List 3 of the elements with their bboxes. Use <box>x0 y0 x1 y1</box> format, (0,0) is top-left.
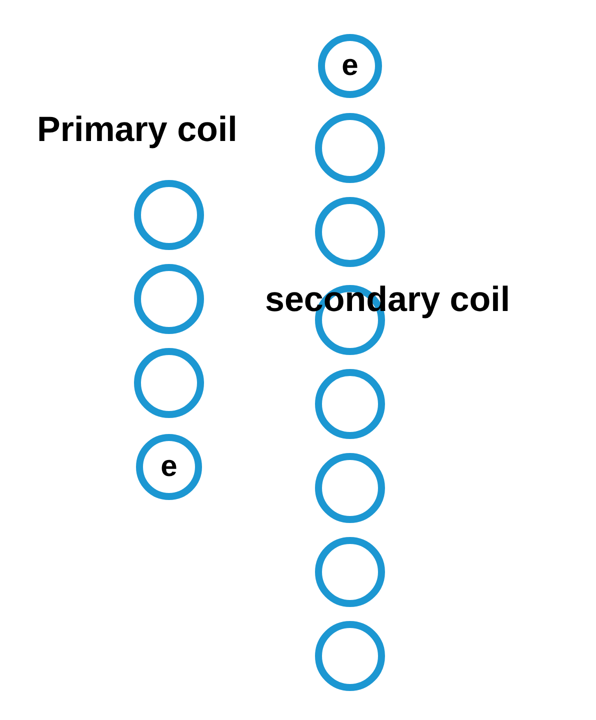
electron-circle: e <box>136 434 202 500</box>
coil-label: Primary coil <box>37 112 238 147</box>
electron-circle: e <box>318 34 382 98</box>
